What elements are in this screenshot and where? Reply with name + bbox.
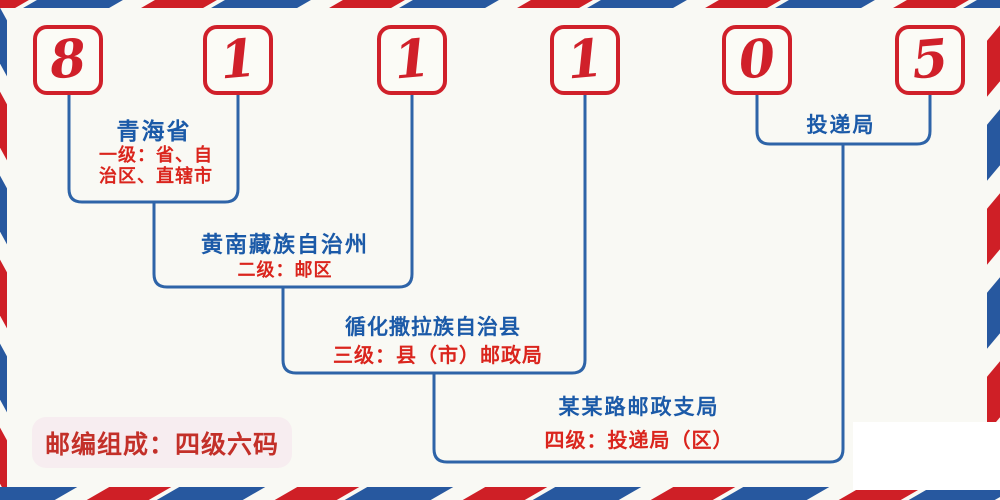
level1-desc: 一级：省、自 治区、直辖市 xyxy=(99,145,213,187)
digit-1: 8 xyxy=(47,27,89,92)
delivery-office-name: 投递局 xyxy=(806,113,876,137)
digit-box-3: 1 xyxy=(377,25,447,95)
level4-region-name: 某某路邮政支局 xyxy=(558,395,720,419)
digit-3: 1 xyxy=(391,27,433,92)
level2-region-name: 黄南藏族自治州 xyxy=(200,233,370,258)
digit-2: 1 xyxy=(217,27,259,92)
digit-5: 0 xyxy=(736,27,778,92)
digit-box-4: 1 xyxy=(550,25,620,95)
digit-6: 5 xyxy=(909,27,951,92)
level3-region-name: 循化撒拉族自治县 xyxy=(345,315,521,339)
level1-desc-line1: 一级：省、自 xyxy=(99,145,213,166)
digit-box-6: 5 xyxy=(895,25,965,95)
bracket-delivery xyxy=(755,95,932,146)
level1-region-name: 青海省 xyxy=(116,119,192,145)
bracket-level4 xyxy=(432,144,845,464)
digit-4: 1 xyxy=(564,27,606,92)
level2-desc: 二级：邮区 xyxy=(237,260,333,281)
level4-desc: 四级：投递局（区） xyxy=(544,428,734,452)
postal-composition-badge: 邮编组成：四级六码 xyxy=(32,417,293,468)
digit-box-2: 1 xyxy=(203,25,273,95)
postal-composition-text: 邮编组成：四级六码 xyxy=(45,429,280,459)
digit-box-5: 0 xyxy=(722,25,792,95)
level3-desc: 三级：县（市）邮政局 xyxy=(333,343,543,367)
digit-box-1: 8 xyxy=(33,25,103,95)
bottom-right-cover xyxy=(853,422,1000,490)
level1-desc-line2: 治区、直辖市 xyxy=(99,166,213,187)
